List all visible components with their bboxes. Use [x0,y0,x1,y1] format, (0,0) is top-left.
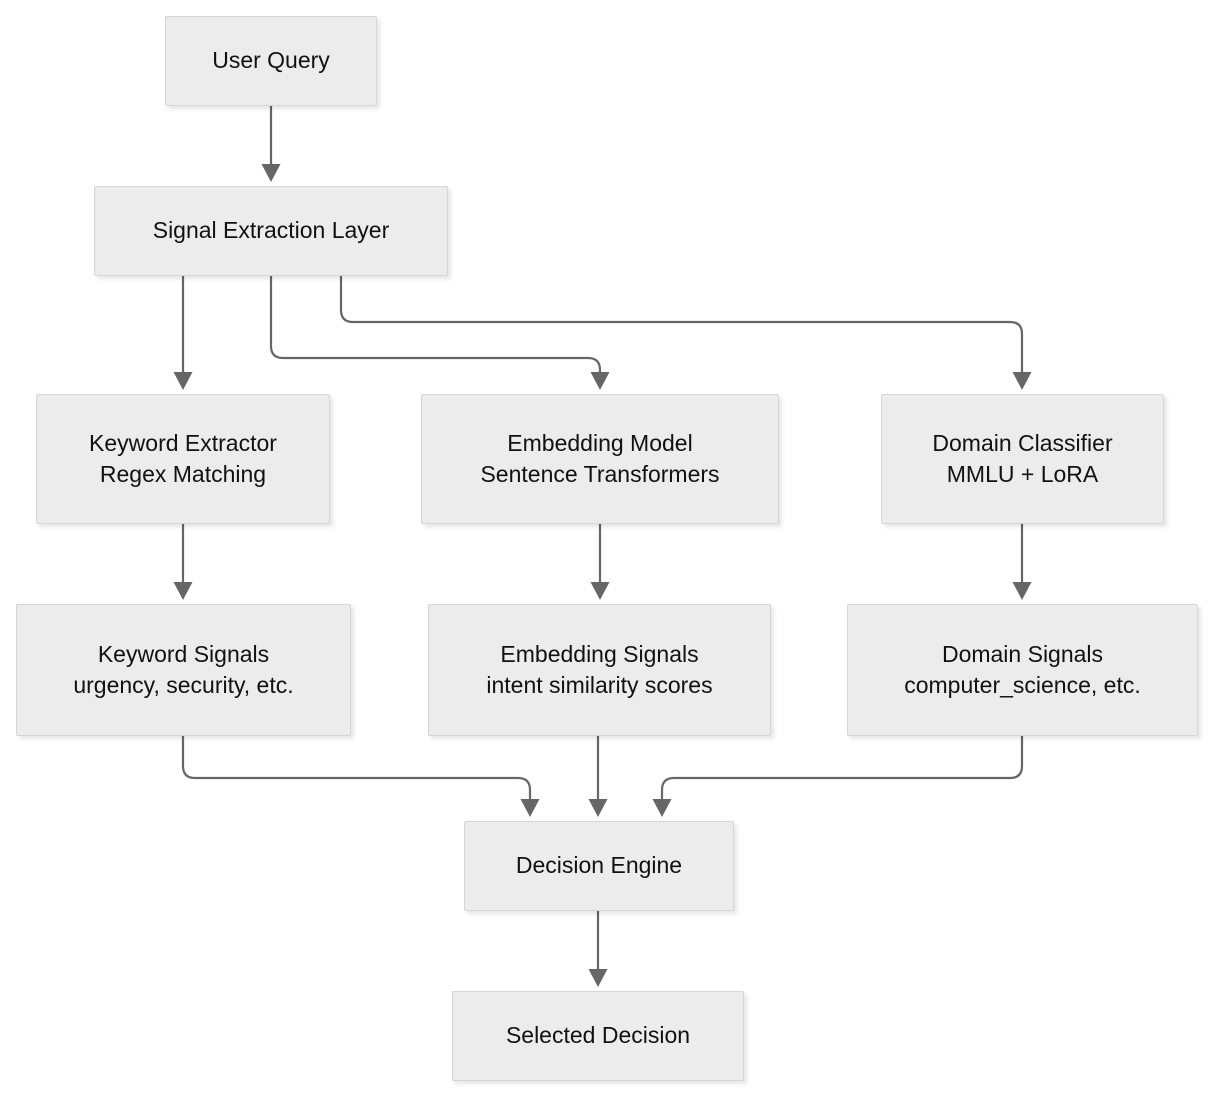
arrowhead-icon [520,799,540,817]
edge-keyword-extractor-to-keyword-signals [173,524,193,600]
edge-domain-classifier-to-domain-signals [1012,524,1032,600]
node-label-primary: Decision Engine [515,852,683,879]
edge-embedding-signals-to-decision-engine [588,736,608,817]
arrowhead-icon [588,969,608,987]
node-embedding-signals[interactable]: Embedding Signals intent similarity score… [428,604,771,736]
arrowhead-icon [173,372,193,390]
node-label-primary: Keyword Signals [97,640,270,667]
node-decision-engine[interactable]: Decision Engine [464,821,734,911]
arrowhead-icon [173,582,193,600]
node-label-secondary: intent similarity scores [486,672,713,698]
arrowhead-icon [590,372,610,390]
node-label-secondary: computer_science, etc. [904,672,1141,698]
node-domain-signals[interactable]: Domain Signals computer_science, etc. [847,604,1198,736]
edge-keyword-signals-to-decision-engine [181,736,540,817]
node-selected-decision[interactable]: Selected Decision [452,991,744,1081]
arrowhead-icon [590,582,610,600]
edge-embedding-model-to-embedding-signals [590,524,610,600]
node-label-primary: Embedding Model [507,429,693,456]
node-label-primary: Embedding Signals [500,640,699,667]
edge-user-query-to-signal-extraction [261,106,281,182]
arrowhead-icon [261,164,281,182]
node-keyword-signals[interactable]: Keyword Signals urgency, security, etc. [16,604,351,736]
node-label-primary: Keyword Extractor [89,429,277,456]
node-label-primary: Signal Extraction Layer [152,217,390,244]
arrowhead-icon [1012,582,1032,600]
edge-signal-extraction-to-domain-classifier [339,276,1032,390]
edge-signal-extraction-to-embedding-model [269,276,610,390]
node-label-primary: Domain Classifier [932,429,1113,456]
node-label-secondary: urgency, security, etc. [73,672,294,698]
edge-decision-engine-to-selected-decision [588,911,608,987]
edge-signal-extraction-to-keyword-extractor [173,276,193,390]
node-label-primary: User Query [212,47,330,74]
arrowhead-icon [1012,372,1032,390]
node-label-primary: Domain Signals [941,640,1104,667]
arrowhead-icon [588,799,608,817]
edge-domain-signals-to-decision-engine [652,736,1024,817]
node-label-secondary: Regex Matching [99,461,267,487]
node-user-query[interactable]: User Query [165,16,377,106]
arrowhead-icon [652,799,672,817]
node-label-primary: Selected Decision [505,1022,691,1049]
node-signal-extraction-layer[interactable]: Signal Extraction Layer [94,186,448,276]
node-label-secondary: Sentence Transformers [480,461,720,487]
node-label-secondary: MMLU + LoRA [946,461,1099,487]
